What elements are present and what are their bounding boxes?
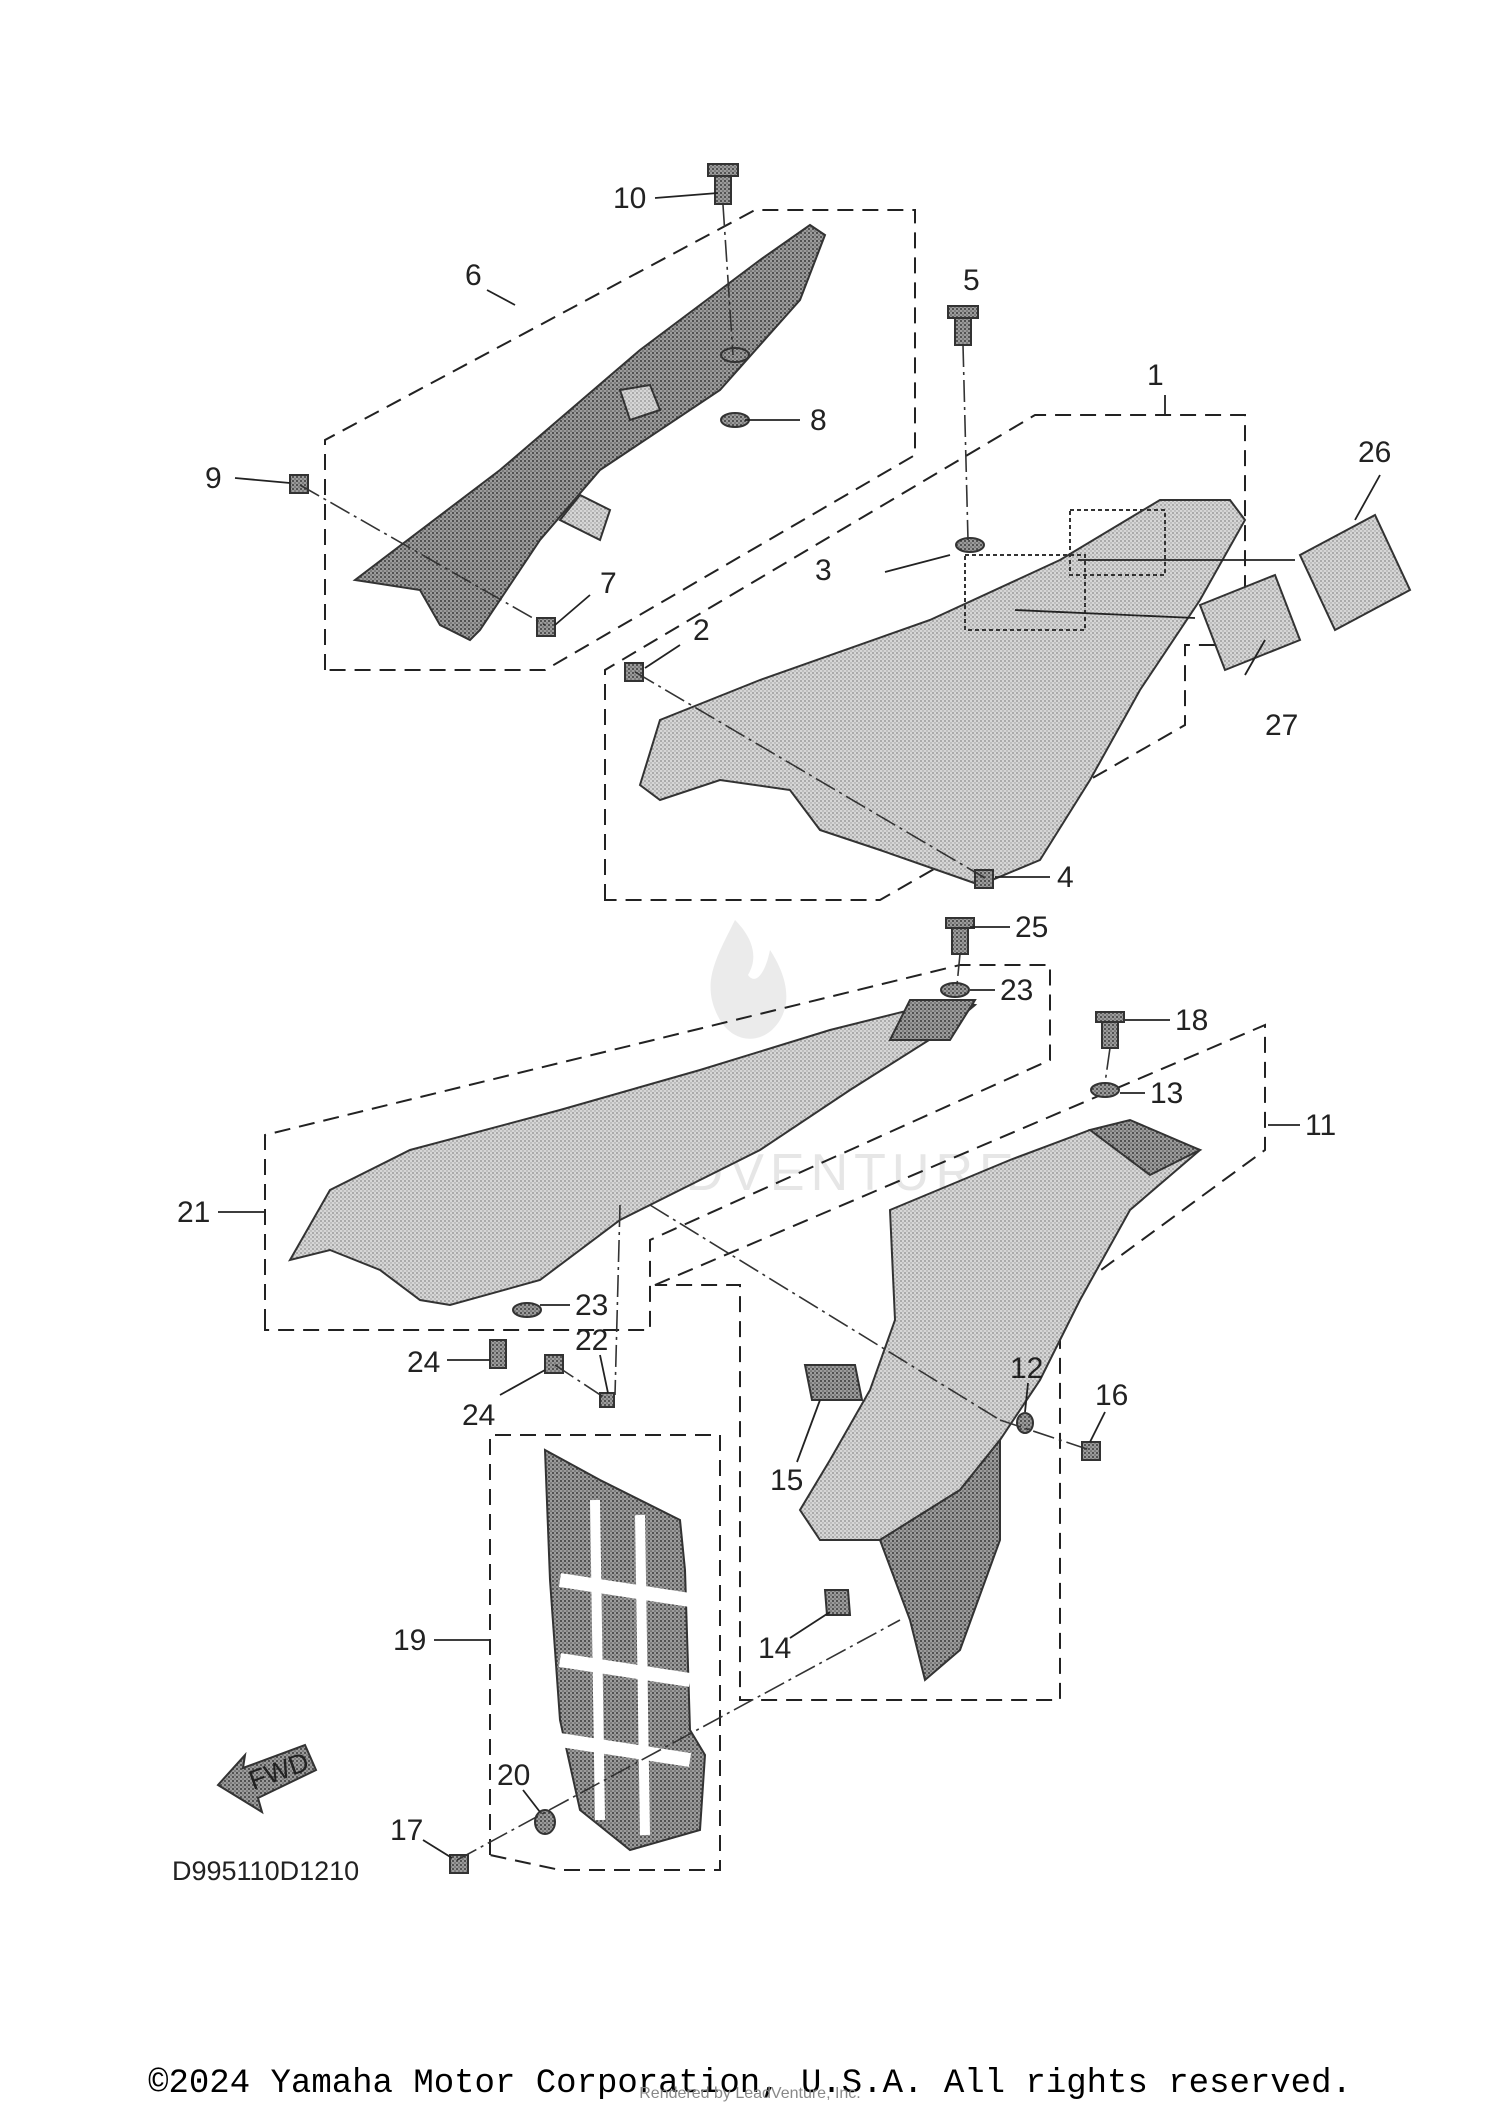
part-6-rail-cover bbox=[324, 209, 916, 671]
callout-13: 13 bbox=[1150, 1077, 1183, 1110]
decal-27 bbox=[1198, 573, 1302, 672]
callout-25: 25 bbox=[1015, 911, 1048, 944]
rendered-by-text: Rendered by LeadVenture, Inc. bbox=[639, 2085, 861, 2102]
part-19-grille bbox=[489, 1434, 721, 1871]
washer-23-lower bbox=[512, 1302, 542, 1318]
decal-26 bbox=[1298, 513, 1412, 632]
callout-24-lower: 24 bbox=[462, 1399, 495, 1432]
callout-7: 7 bbox=[600, 567, 617, 600]
callout-22: 22 bbox=[575, 1324, 608, 1357]
callout-15: 15 bbox=[770, 1464, 803, 1497]
part-21-mount bbox=[888, 999, 977, 1041]
callout-5: 5 bbox=[963, 264, 980, 297]
grommet-8b bbox=[720, 347, 750, 363]
washer-8 bbox=[720, 412, 750, 428]
part-21-shroud bbox=[264, 964, 1051, 1331]
nut-4 bbox=[974, 869, 994, 889]
callout-21: 21 bbox=[177, 1196, 210, 1229]
bolt-25-head bbox=[945, 917, 975, 929]
callout-26: 26 bbox=[1358, 436, 1391, 469]
washer-13 bbox=[1090, 1082, 1120, 1098]
group-boundary-19 bbox=[489, 1434, 721, 1871]
callout-1: 1 bbox=[1147, 359, 1164, 392]
callout-18: 18 bbox=[1175, 1004, 1208, 1037]
fwd-arrow: FWD bbox=[216, 1743, 318, 1815]
nut-16 bbox=[1081, 1441, 1101, 1461]
bolt-5-head bbox=[947, 305, 979, 319]
part-15-pad bbox=[803, 1364, 864, 1401]
callouts: 10 6 8 9 7 5 1 26 3 2 27 4 25 23 18 13 1… bbox=[177, 182, 1391, 1847]
part-6-boss bbox=[618, 383, 662, 422]
callout-16: 16 bbox=[1095, 1379, 1128, 1412]
callout-9: 9 bbox=[205, 462, 222, 495]
callout-14: 14 bbox=[758, 1632, 791, 1665]
nut-9 bbox=[289, 474, 309, 494]
callout-19: 19 bbox=[393, 1624, 426, 1657]
callout-11: 11 bbox=[1305, 1109, 1336, 1142]
bolt-17 bbox=[449, 1854, 469, 1874]
part-19-shape bbox=[543, 1448, 707, 1852]
callout-3: 3 bbox=[815, 554, 832, 587]
part-14-pad bbox=[823, 1589, 852, 1616]
callout-27: 27 bbox=[1265, 709, 1298, 742]
part-11-lower bbox=[878, 1437, 1001, 1682]
part-11-shroud bbox=[654, 1023, 1266, 1701]
part-1-side-cover bbox=[604, 414, 1247, 901]
callout-17: 17 bbox=[390, 1814, 423, 1847]
callout-4: 4 bbox=[1057, 861, 1074, 894]
washer-12 bbox=[1016, 1412, 1034, 1434]
decal-area-27 bbox=[964, 554, 1086, 631]
washer-20 bbox=[534, 1809, 556, 1835]
callout-20: 20 bbox=[497, 1759, 530, 1792]
nut-24b bbox=[544, 1354, 564, 1374]
part-11-top bbox=[1087, 1118, 1203, 1177]
decal-area-26 bbox=[1069, 509, 1166, 576]
nut-7 bbox=[536, 617, 556, 637]
callout-23-lower: 23 bbox=[575, 1289, 608, 1322]
bolt-24a bbox=[489, 1339, 507, 1369]
nut-2 bbox=[624, 662, 644, 682]
group-boundary-6 bbox=[324, 209, 916, 671]
washer-3 bbox=[955, 537, 985, 553]
callout-8: 8 bbox=[810, 404, 827, 437]
copyright-text: ©2024 Yamaha Motor Corporation, U.S.A. A… bbox=[148, 2065, 1352, 2103]
diagram-code: D995110D1210 bbox=[172, 1856, 359, 1886]
bolt-10-head bbox=[707, 163, 739, 177]
callout-2: 2 bbox=[693, 614, 710, 647]
callout-12: 12 bbox=[1010, 1352, 1043, 1385]
part-21-shape bbox=[287, 998, 978, 1307]
group-boundary-11 bbox=[654, 1023, 1266, 1701]
group-boundary-21 bbox=[264, 964, 1051, 1331]
part-1-shape bbox=[638, 499, 1247, 887]
assembly-lines bbox=[299, 204, 1111, 1861]
bolt-18-head bbox=[1095, 1011, 1125, 1023]
hardware bbox=[289, 163, 1125, 1874]
grommet-22 bbox=[599, 1392, 615, 1408]
part-6-shape bbox=[352, 223, 827, 642]
copyright-footer: ©2024 Yamaha Motor Corporation, U.S.A. A… bbox=[0, 2065, 1500, 2103]
callout-6: 6 bbox=[465, 259, 482, 292]
part-6-tab bbox=[558, 493, 612, 542]
callout-23-upper: 23 bbox=[1000, 974, 1033, 1007]
callout-24-upper: 24 bbox=[407, 1346, 440, 1379]
leader-lines bbox=[218, 192, 1381, 1859]
washer-23-upper bbox=[940, 982, 970, 998]
callout-10: 10 bbox=[613, 182, 646, 215]
